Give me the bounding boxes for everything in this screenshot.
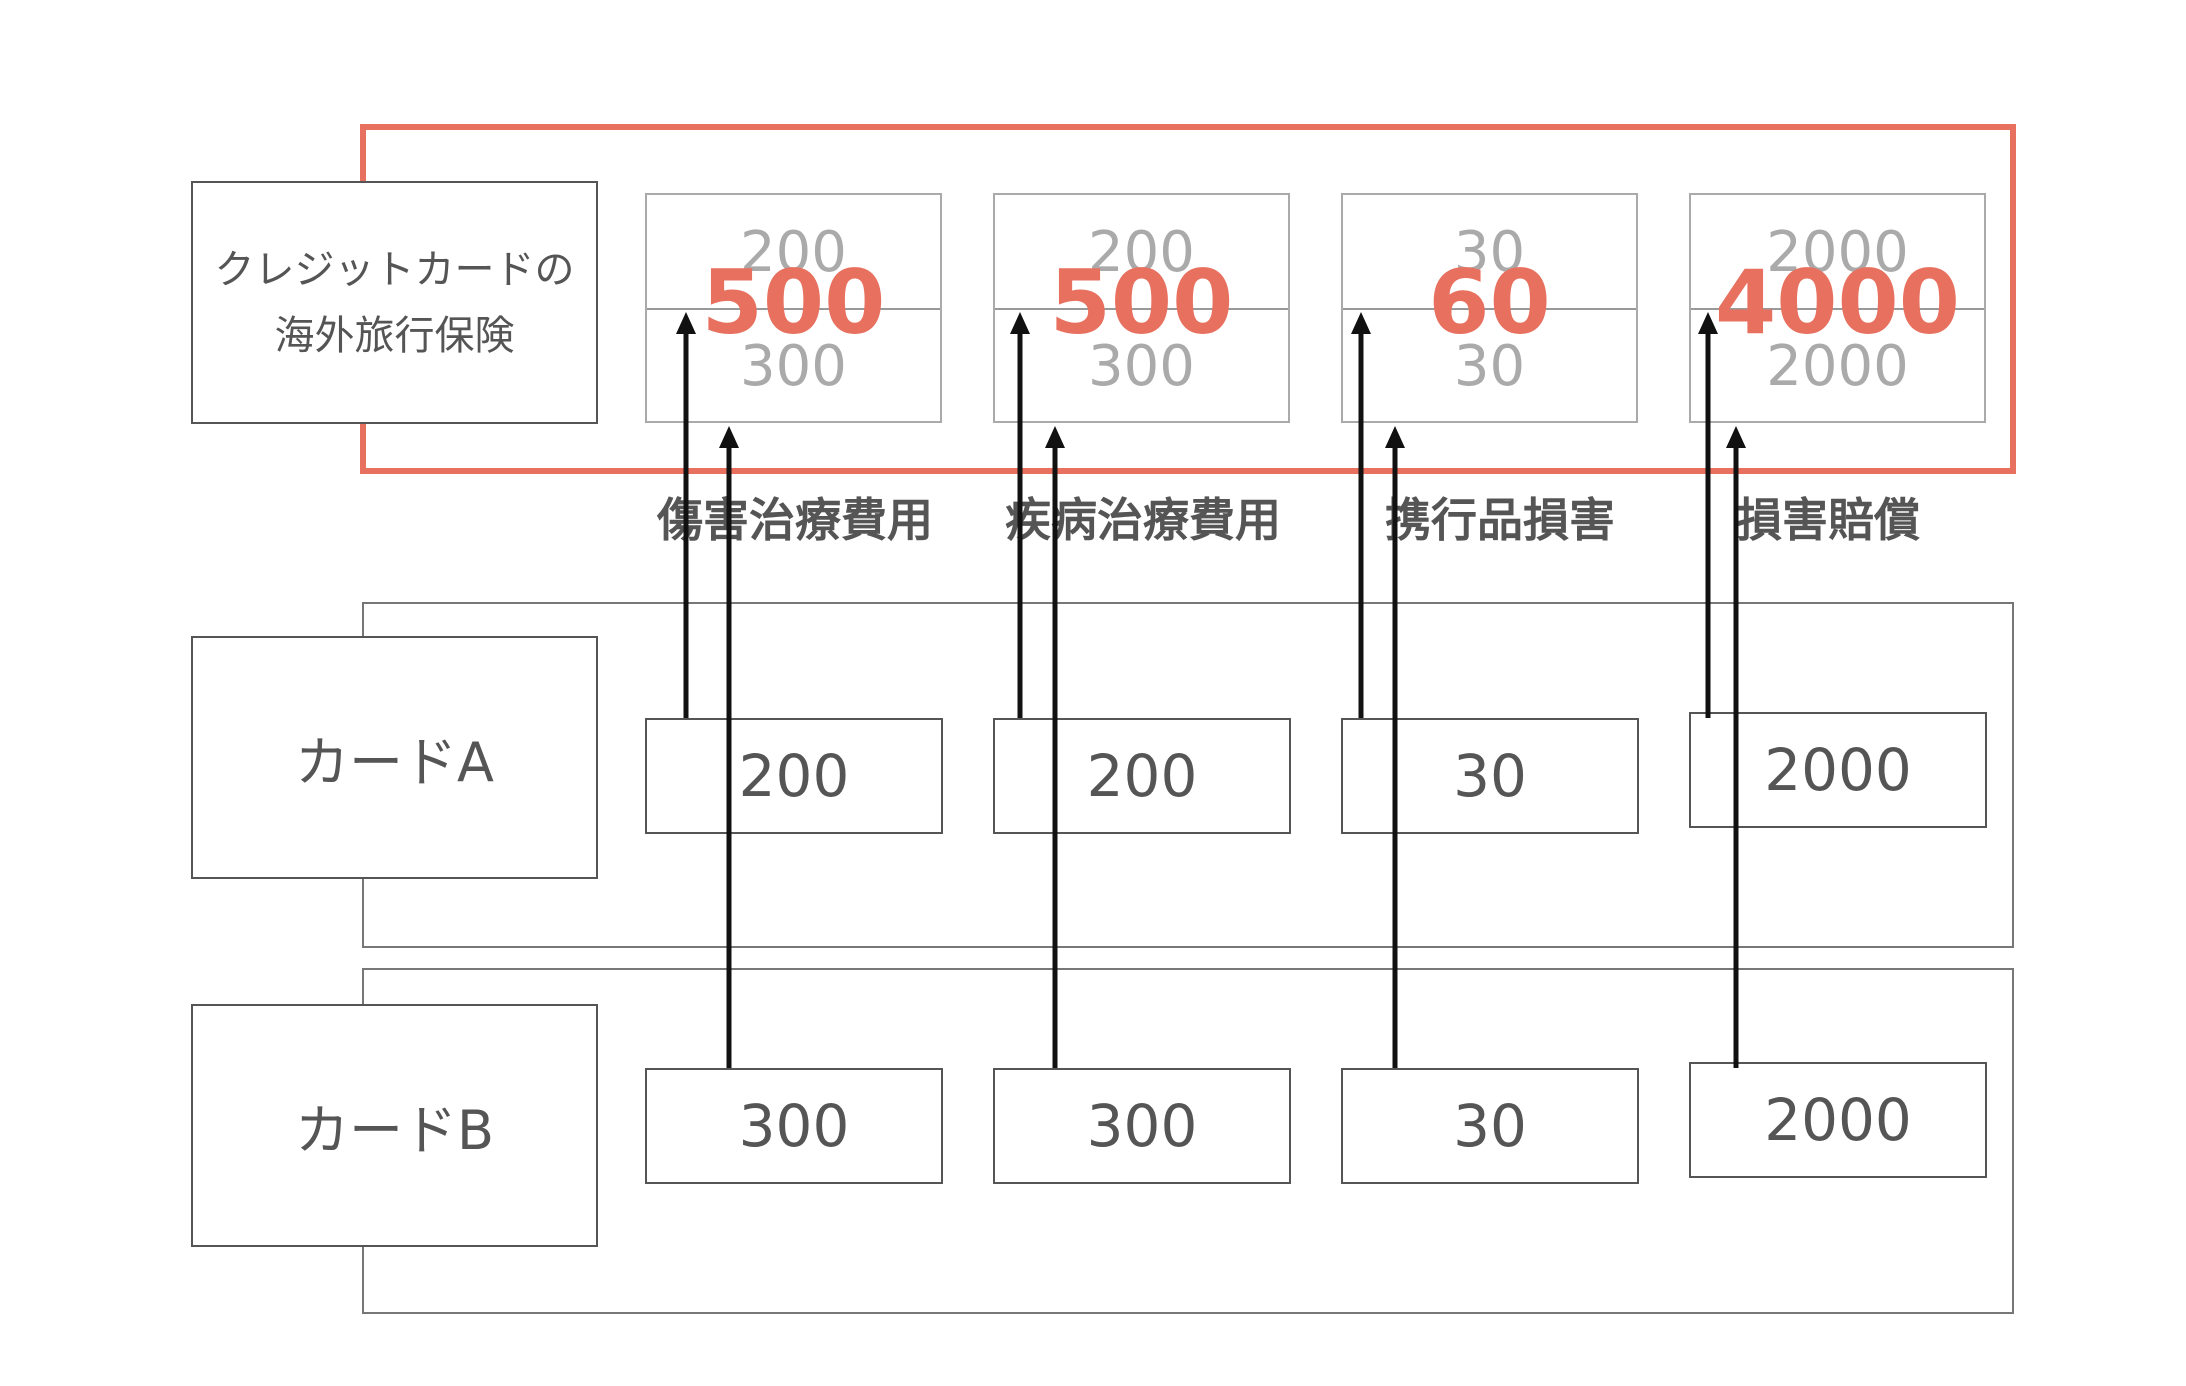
total-box-injury: 200 300 500 <box>645 193 942 423</box>
total-card-b-value: 2000 <box>1766 334 1909 399</box>
total-sum-value: 60 <box>1428 251 1551 354</box>
category-label-injury: 傷害治療費用 <box>657 493 933 547</box>
total-box-illness: 200 300 500 <box>993 193 1290 423</box>
arrowhead-card-b-injury <box>719 426 739 448</box>
total-sum-value: 500 <box>701 251 886 354</box>
category-label-illness: 疾病治療費用 <box>1005 493 1281 547</box>
total-card-a-value: 200 <box>1088 220 1195 285</box>
arrowhead-card-b-illness <box>1045 426 1065 448</box>
card-a-value-belongings: 30 <box>1341 718 1639 834</box>
card-b-value-liability: 2000 <box>1689 1062 1987 1178</box>
card-a-label-box: カードA <box>191 636 598 879</box>
card-b-label: カードB <box>294 1099 495 1162</box>
total-box-belongings: 30 30 60 <box>1341 193 1638 423</box>
total-divider <box>995 308 1288 310</box>
total-box-liability: 2000 2000 4000 <box>1689 193 1986 423</box>
category-label-belongings: 携行品損害 <box>1385 493 1615 547</box>
arrowhead-card-b-belongings <box>1385 426 1405 448</box>
card-a-label: カードA <box>295 731 494 794</box>
total-sum-value: 500 <box>1049 251 1234 354</box>
arrowhead-card-a-illness <box>1010 312 1030 334</box>
category-label-liability: 損害賠償 <box>1736 493 1920 547</box>
arrowhead-card-a-injury <box>676 312 696 334</box>
card-a-value-liability: 2000 <box>1689 712 1987 828</box>
card-b-value-illness: 300 <box>993 1068 1291 1184</box>
total-card-a-value: 30 <box>1453 220 1526 285</box>
total-card-a-value: 200 <box>740 220 847 285</box>
total-card-b-value: 300 <box>740 334 847 399</box>
total-sum-value: 4000 <box>1715 251 1960 354</box>
total-card-b-value: 300 <box>1088 334 1195 399</box>
card-b-value-belongings: 30 <box>1341 1068 1639 1184</box>
title-line-2: 海外旅行保険 <box>274 312 515 359</box>
total-divider <box>1343 308 1636 310</box>
card-b-value-injury: 300 <box>645 1068 943 1184</box>
arrowhead-card-a-liability <box>1698 312 1718 334</box>
card-a-value-illness: 200 <box>993 718 1291 834</box>
insurance-title-box: クレジットカードの 海外旅行保険 <box>191 181 598 424</box>
arrowhead-card-b-liability <box>1726 426 1746 448</box>
card-b-label-box: カードB <box>191 1004 598 1247</box>
arrowhead-card-a-belongings <box>1351 312 1371 334</box>
total-divider <box>647 308 940 310</box>
title-line-1: クレジットカードの <box>214 246 575 293</box>
total-card-a-value: 2000 <box>1766 220 1909 285</box>
total-divider <box>1691 308 1984 310</box>
total-card-b-value: 30 <box>1453 334 1526 399</box>
card-a-value-injury: 200 <box>645 718 943 834</box>
